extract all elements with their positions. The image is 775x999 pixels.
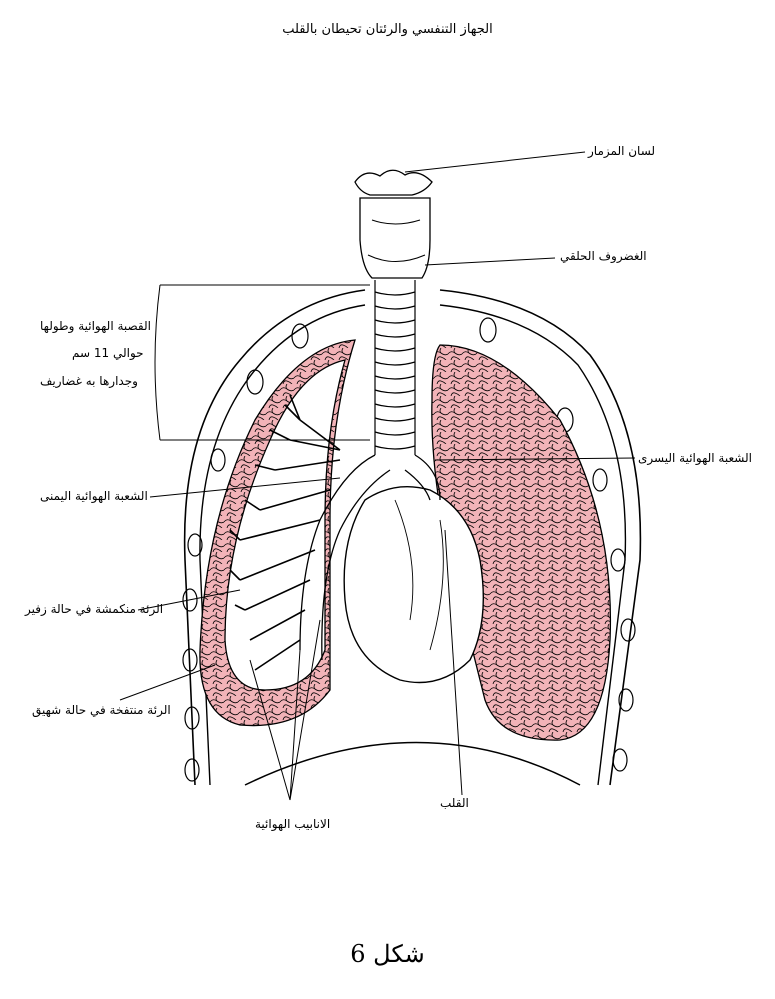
label-right-bronchus: الشعبة الهوائية اليمنى: [40, 490, 148, 502]
figure-caption: شكل 6: [0, 940, 775, 968]
label-trachea-2: حوالي 11 سم: [72, 347, 144, 359]
label-epiglottis: لسان المزمار: [588, 145, 655, 157]
label-trachea-1: القصبة الهوائية وطولها: [40, 320, 151, 332]
larynx: [360, 198, 430, 278]
trachea: [375, 280, 415, 455]
label-left-bronchus: الشعبة الهوائية اليسرى: [638, 452, 752, 464]
label-heart: القلب: [440, 797, 469, 809]
label-lung-deflated: الرئة منكمشة في حالة زفير: [25, 603, 163, 615]
label-cricoid: الغضروف الحلقي: [560, 250, 647, 262]
diaphragm: [245, 743, 580, 786]
label-trachea-3: وجدارها به غضاريف: [40, 375, 138, 387]
epiglottis: [355, 170, 432, 195]
label-lung-inflated: الرئة منتفخة في حالة شهيق: [32, 704, 171, 716]
label-bronchioles: الانابيب الهوائية: [255, 818, 330, 830]
